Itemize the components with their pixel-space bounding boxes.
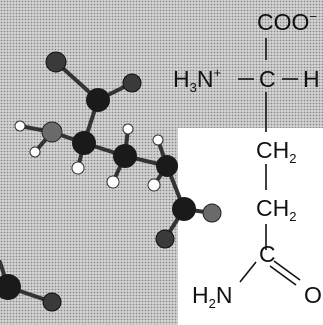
hydrogen-atom xyxy=(29,146,41,158)
amide-carbon-label: C xyxy=(259,241,276,267)
hydrogen-atom xyxy=(14,120,26,132)
hydrogen-atom xyxy=(71,161,85,175)
carbon-atom xyxy=(86,88,110,112)
structural-formula: COO− H3N+ C H CH2 CH2 C H2N O xyxy=(173,9,322,311)
nitrogen-atom xyxy=(41,121,63,143)
carbon-atom xyxy=(156,155,178,177)
white-panel xyxy=(178,128,323,325)
hydrogen-atom xyxy=(147,178,161,192)
ch2-group-label: CH2 xyxy=(256,195,296,224)
bond-c-o-double-2 xyxy=(269,265,297,286)
alpha-hydrogen-label: H xyxy=(303,66,320,92)
hydrogen-atom xyxy=(122,123,134,135)
carbon-atom xyxy=(172,197,196,221)
amide-amine-label: H2N xyxy=(192,282,232,311)
hydrogen-atom xyxy=(152,134,164,146)
carbon-atom xyxy=(72,131,96,155)
ch2-group-label: CH2 xyxy=(256,137,296,166)
oxygen-atom xyxy=(122,73,142,93)
bond-c-n-amide xyxy=(239,261,257,283)
bond-c-o-double-1 xyxy=(273,260,301,281)
alpha-carbon-label: C xyxy=(259,66,276,92)
oxygen-atom xyxy=(42,292,62,312)
alpha-amine-label: H3N+ xyxy=(173,65,221,95)
carbon-atom xyxy=(0,274,21,300)
ball-and-stick-molecule-icon xyxy=(0,51,222,312)
carbon-atom xyxy=(113,144,137,168)
amide-oxygen-label: O xyxy=(304,282,322,308)
hydrogen-atom xyxy=(106,175,120,189)
nitrogen-atom xyxy=(202,203,222,223)
oxygen-atom xyxy=(155,229,175,249)
oxygen-atom xyxy=(45,51,67,73)
carboxylate-label: COO− xyxy=(257,9,317,35)
